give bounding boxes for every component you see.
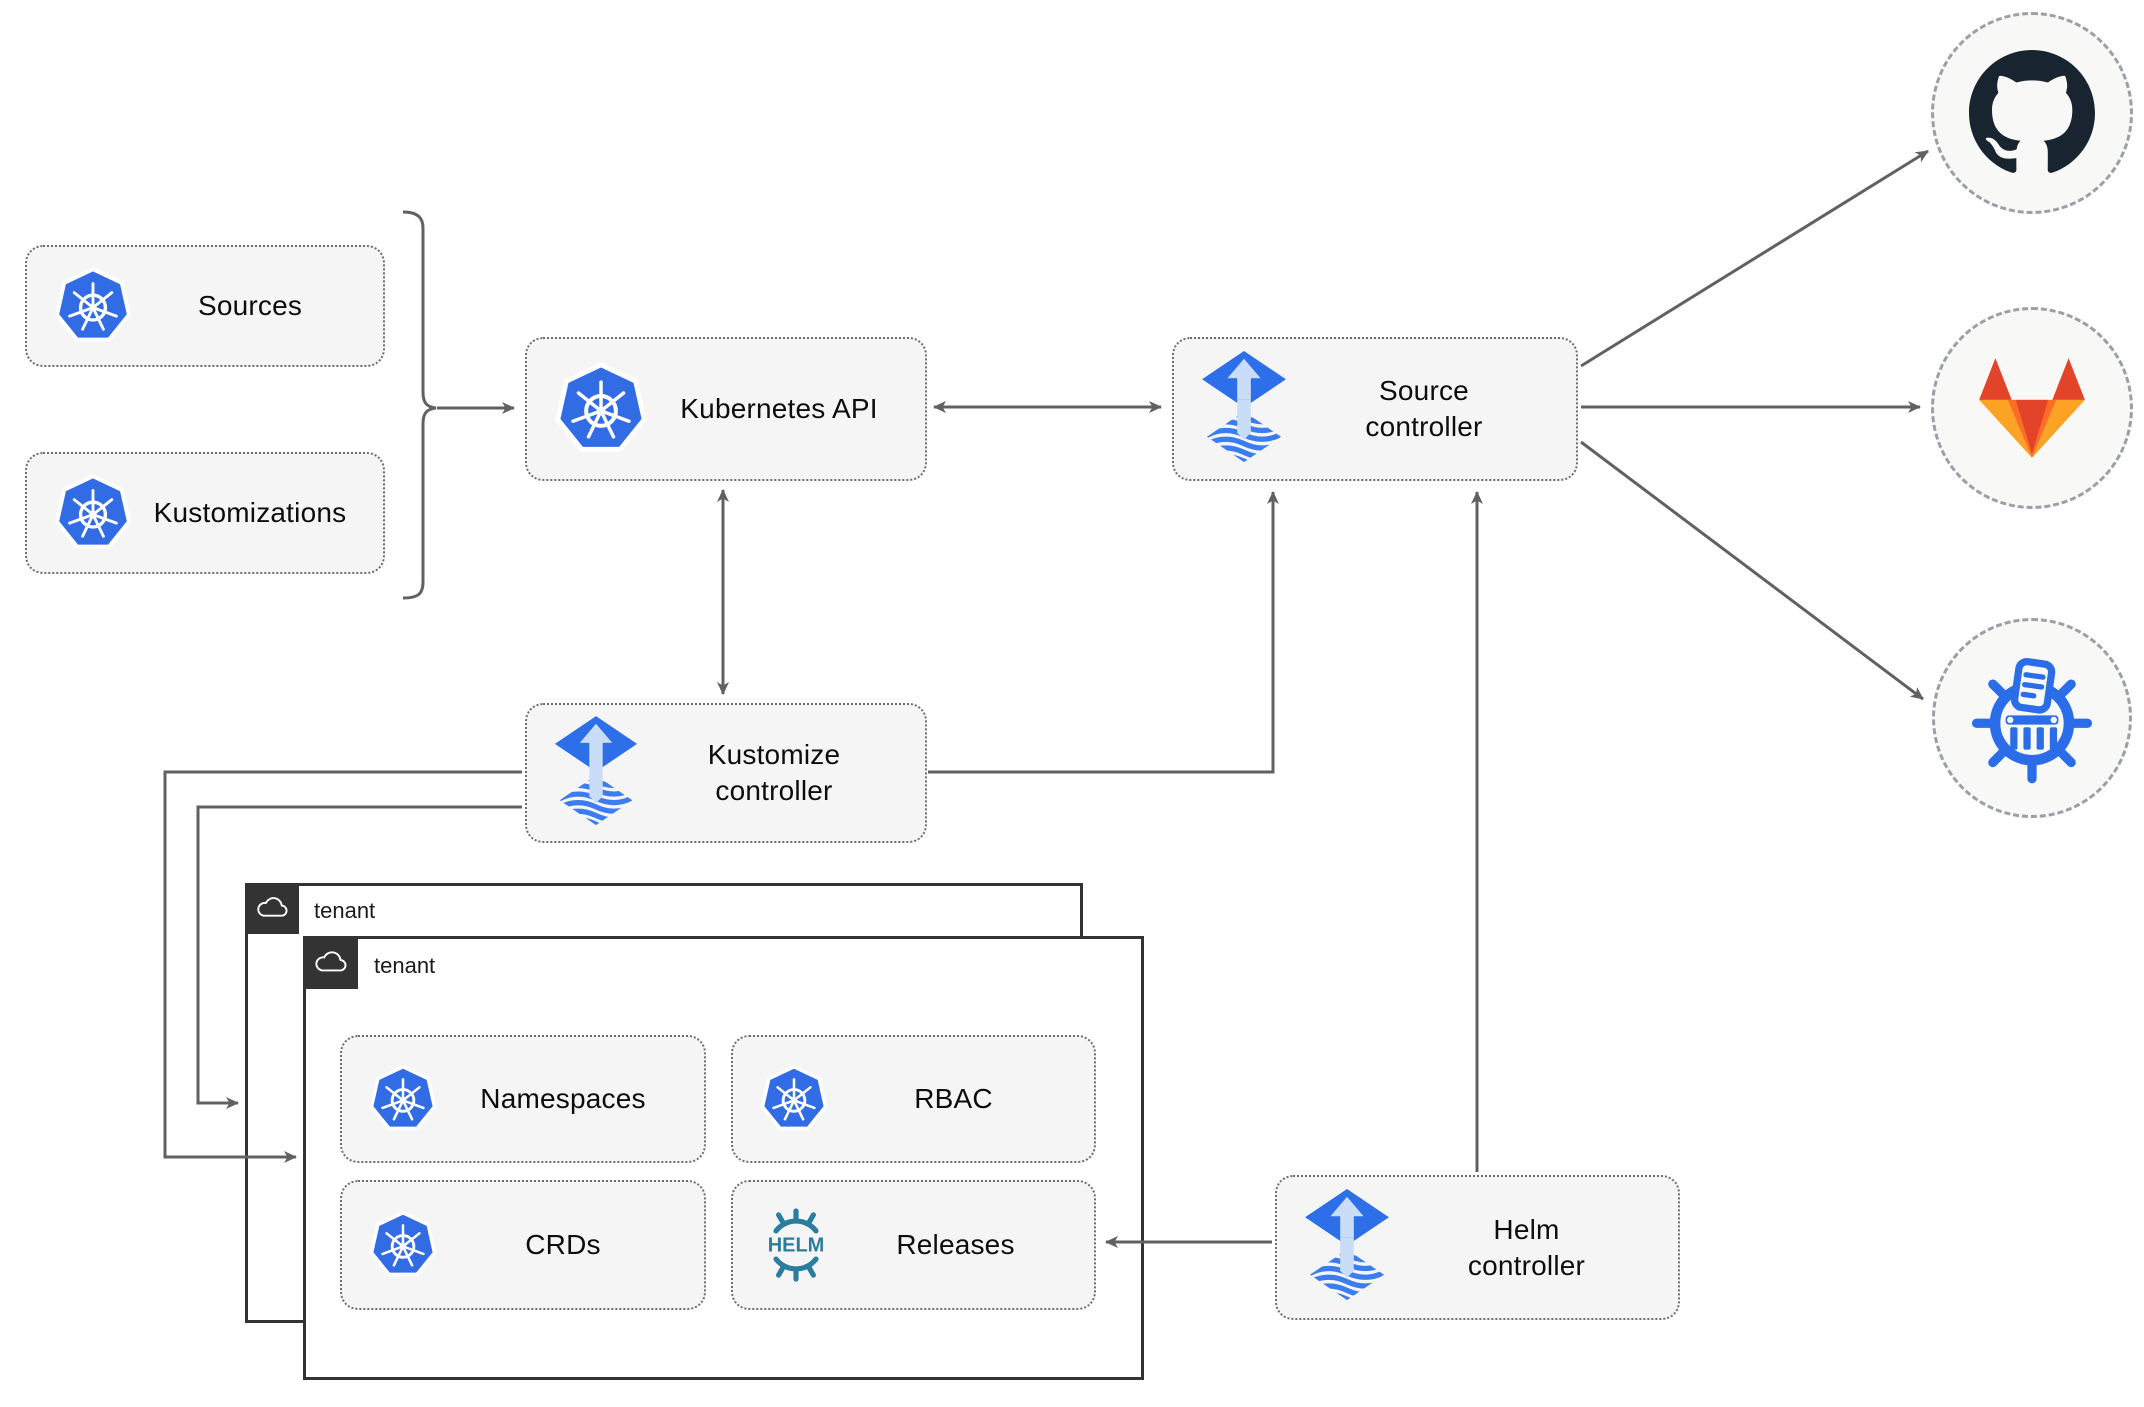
node-label: Kustomizations: [153, 497, 347, 529]
node-label: Namespaces: [480, 1083, 646, 1115]
kubernetes-icon: [368, 1210, 438, 1280]
tenant-group-label: tenant: [314, 898, 376, 923]
node-releases: HELM Releases: [731, 1180, 1096, 1310]
brace-resources: [402, 210, 437, 600]
node-label: Kubernetes API: [680, 393, 878, 425]
chartmuseum-icon: [1966, 652, 2098, 784]
node-source-controller: Source controller: [1172, 337, 1578, 481]
node-rbac: RBAC: [731, 1035, 1096, 1163]
connector-source-to-chartmuseum: [1580, 440, 1924, 701]
node-kustomize-controller: Kustomize controller: [525, 703, 927, 843]
connector-kustomize-to-source-controller: [928, 491, 1279, 774]
endpoint-github: [1931, 12, 2133, 214]
flux-icon: [553, 716, 639, 831]
kubernetes-icon: [53, 266, 133, 346]
node-namespaces: Namespaces: [340, 1035, 706, 1163]
node-kustomizations: Kustomizations: [25, 452, 385, 574]
connector-source-to-github: [1580, 149, 1929, 368]
kubernetes-icon: [553, 361, 649, 457]
node-label: Helm controller: [1467, 1213, 1586, 1281]
node-label: Sources: [197, 290, 303, 322]
tenant-group-label: tenant: [374, 953, 436, 978]
node-kubernetes-api: Kubernetes API: [525, 337, 927, 481]
node-sources: Sources: [25, 245, 385, 367]
node-label: CRDs: [525, 1229, 601, 1261]
node-label: Source controller: [1365, 375, 1483, 442]
node-label: RBAC: [914, 1083, 993, 1115]
cloud-icon: [312, 950, 349, 976]
node-helm-controller: Helm controller: [1275, 1175, 1680, 1320]
helm-icon: HELM: [759, 1208, 833, 1282]
endpoint-gitlab: [1931, 307, 2133, 509]
tenant-group-header: [245, 883, 299, 934]
github-icon: [1969, 50, 2095, 176]
kubernetes-icon: [368, 1064, 438, 1134]
cloud-icon: [254, 896, 290, 921]
endpoint-chartmuseum: [1932, 618, 2132, 818]
gitlab-icon: [1971, 352, 2093, 464]
node-crds: CRDs: [340, 1180, 706, 1310]
kubernetes-icon: [53, 473, 133, 553]
node-label: Releases: [896, 1229, 1015, 1261]
kubernetes-icon: [759, 1064, 829, 1134]
helm-logo-text: HELM: [768, 1235, 825, 1257]
flux-icon: [1303, 1189, 1391, 1306]
node-label: Kustomize controller: [707, 739, 841, 806]
flux-icon: [1200, 351, 1288, 468]
tenant-group-header: [303, 936, 358, 989]
